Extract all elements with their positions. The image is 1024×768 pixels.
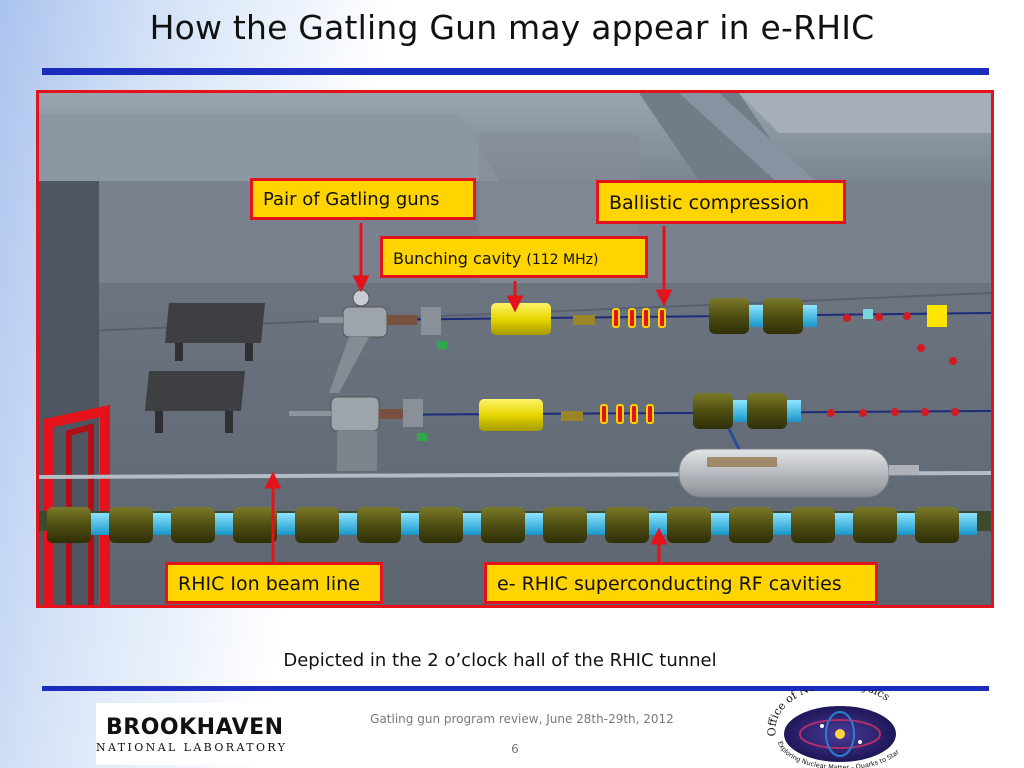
office-of-nuclear-physics-logo: Office of Nuclear Physics Exploring Nucl… <box>764 690 901 768</box>
callout-arrows <box>264 223 673 565</box>
footer-text: Gatling gun program review, June 28th-29… <box>370 712 674 726</box>
bunching-cavity-label: Bunching cavity <box>393 249 527 268</box>
tunnel-render <box>36 90 994 608</box>
bnl-logo-name: BROOKHAVEN <box>106 715 284 740</box>
gatling-gun-lower <box>289 341 447 471</box>
brookhaven-logo: BROOKHAVEN NATIONAL LABORATORY <box>96 703 292 765</box>
page-number: 6 <box>511 742 519 756</box>
bunching-cavity-upper <box>491 303 551 335</box>
callout-rhic-ion-beam-line: RHIC Ion beam line <box>165 562 383 604</box>
slide-caption: Depicted in the 2 o’clock hall of the RH… <box>283 650 717 671</box>
title-rule <box>42 68 989 75</box>
callout-srf-cavities: e- RHIC superconducting RF cavities <box>484 562 878 604</box>
gatling-gun-upper <box>319 289 441 393</box>
bnl-logo-subtitle: NATIONAL LABORATORY <box>96 741 288 754</box>
rhic-cryomodule-row <box>39 507 991 543</box>
cryomodules-upper <box>693 298 947 429</box>
bunching-cavity-lower <box>479 399 543 431</box>
tunnel-illustration <box>39 93 991 605</box>
footer-rule <box>42 686 989 691</box>
callout-ballistic-compression: Ballistic compression <box>596 180 846 224</box>
slide-title: How the Gatling Gun may appear in e-RHIC <box>149 8 875 47</box>
bunching-cavity-frequency: (112 MHz) <box>526 252 599 268</box>
cryostat-tank <box>678 428 919 498</box>
callout-gatling-guns: Pair of Gatling guns <box>250 178 476 220</box>
callout-bunching-cavity: Bunching cavity (112 MHz) <box>380 236 648 278</box>
